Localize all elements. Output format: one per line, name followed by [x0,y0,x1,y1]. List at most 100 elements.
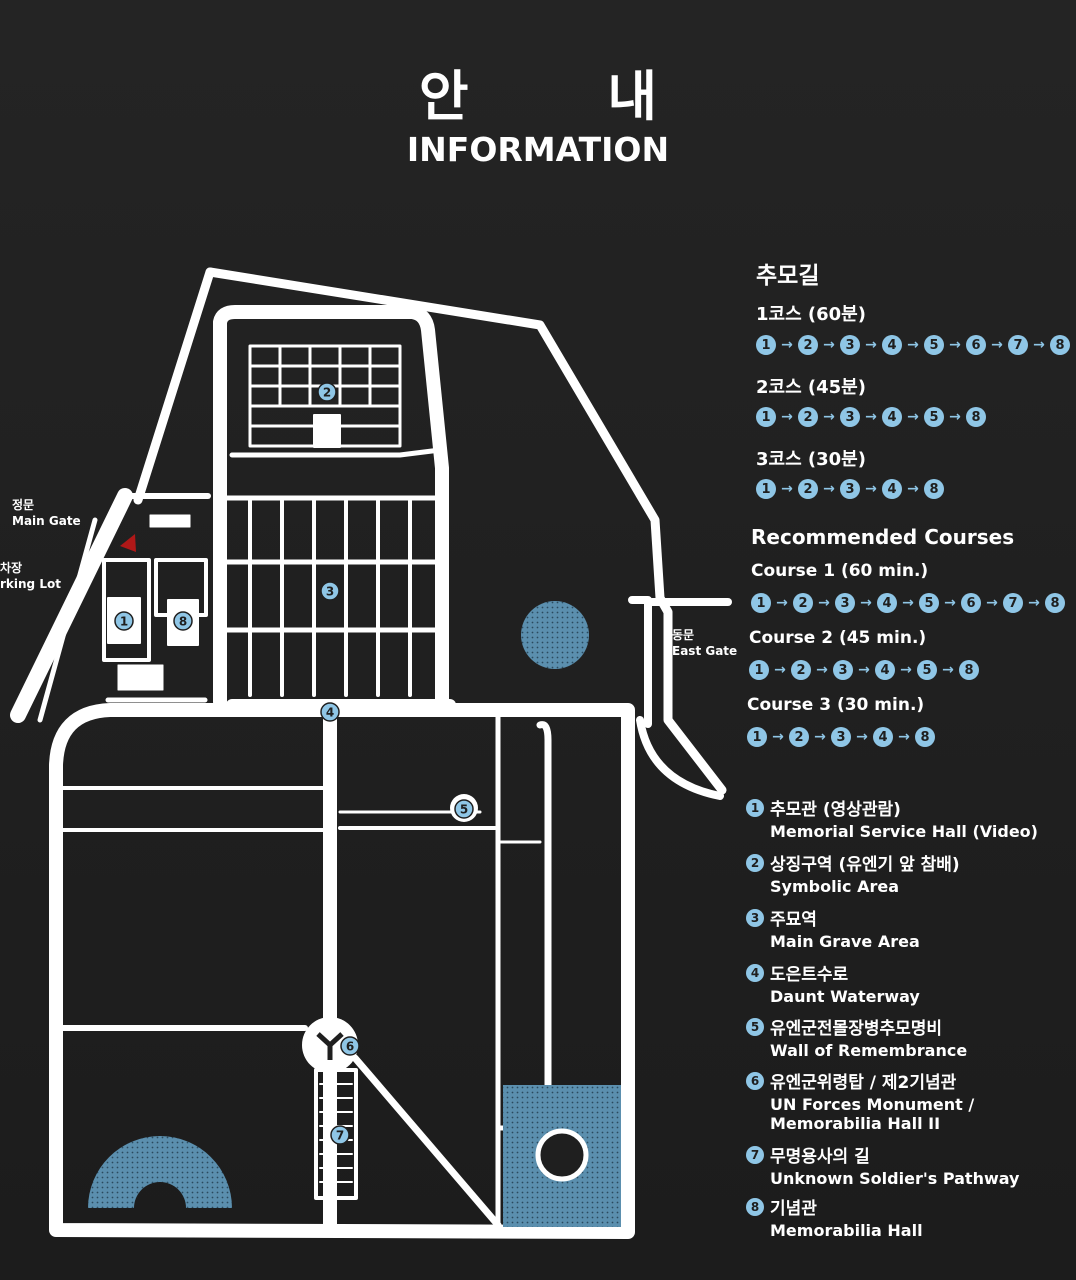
course-arrow: → [823,481,835,497]
course-arrow: → [907,409,919,425]
course-stop-4: 4 [882,335,902,355]
course-stop-2: 2 [798,479,818,499]
legend-num-6: 6 [746,1071,764,1090]
course-arrow: → [781,337,793,353]
svg-text:1: 1 [120,615,128,629]
legend-item-2: 2 상징구역 (유엔기 앞 참배) Symbolic Area [746,850,960,896]
legend-en-1: Memorial Service Hall (Video) [770,822,1038,841]
course-arrow: → [942,662,954,678]
parking-lot-label: 차장 rking Lot [0,560,61,592]
map-marker-4: 4 [320,702,340,722]
course-arrow: → [818,595,830,611]
course-stop-4: 4 [882,479,902,499]
course-arrow: → [898,729,910,745]
course-stop-3: 3 [833,660,853,680]
course-stop-1: 1 [756,479,776,499]
legend-ko-7: 무명용사의 길 [770,1147,870,1167]
parking-en: rking Lot [0,577,61,591]
legend-en-5: Wall of Remembrance [770,1041,968,1060]
course-en-1-stops: 1→2→3→4→5→6→7→8 [751,592,1065,614]
course-stop-1: 1 [751,593,771,613]
course-arrow: → [907,337,919,353]
svg-text:7: 7 [336,1129,344,1143]
course-arrow: → [907,481,919,497]
course-en-2-label: Course 2 (45 min.) [749,628,927,648]
course-stop-8: 8 [959,660,979,680]
title-korean: 안 내 [418,65,718,128]
course-stop-6: 6 [966,335,986,355]
course-arrow: → [986,595,998,611]
course-stop-5: 5 [924,335,944,355]
course-arrow: → [865,409,877,425]
course-arrow: → [858,662,870,678]
entrance-marker [120,534,136,552]
course-en-1-label: Course 1 (60 min.) [751,561,929,581]
course-arrow: → [774,662,786,678]
course-stop-7: 7 [1003,593,1023,613]
course-stop-8: 8 [915,727,935,747]
course-arrow: → [772,729,784,745]
course-ko-3-stops: 1→2→3→4→8 [756,478,944,500]
legend-en-7: Unknown Soldier's Pathway [770,1169,1020,1188]
legend-num-8: 8 [746,1197,764,1216]
course-arrow: → [1033,337,1045,353]
course-stop-8: 8 [924,479,944,499]
course-stop-3: 3 [835,593,855,613]
legend-ko-3: 주묘역 [770,910,817,930]
course-ko-1-stops: 1→2→3→4→5→6→7→8 [756,334,1070,356]
course-ko-3-label: 3코스 (30분) [756,449,866,470]
course-arrow: → [823,337,835,353]
legend-num-3: 3 [746,908,764,927]
course-stop-4: 4 [877,593,897,613]
course-arrow: → [776,595,788,611]
course-arrow: → [814,729,826,745]
course-stop-5: 5 [917,660,937,680]
course-stop-5: 5 [924,407,944,427]
legend-num-2: 2 [746,853,764,872]
course-stop-1: 1 [756,407,776,427]
legend-item-4: 4 도은트수로 Daunt Waterway [746,960,920,1006]
course-arrow: → [900,662,912,678]
course-arrow: → [1028,595,1040,611]
legend-ko-2: 상징구역 (유엔기 앞 참배) [770,855,960,875]
pond-east [521,601,589,669]
course-arrow: → [865,337,877,353]
legend-en-2: Symbolic Area [770,877,900,896]
title-english: INFORMATION [406,130,670,169]
legend-ko-5: 유엔군전몰장병추모명비 [770,1019,943,1039]
main-gate-label: 정문 Main Gate [12,497,81,529]
course-arrow: → [816,662,828,678]
map-marker-3: 3 [320,581,340,601]
course-stop-1: 1 [747,727,767,747]
east-gate-ko: 동문 [672,628,695,642]
course-ko-1-label: 1코스 (60분) [756,304,866,325]
course-stop-6: 6 [961,593,981,613]
legend-en-3: Main Grave Area [770,932,920,951]
course-arrow: → [781,481,793,497]
upper-loop-road [213,305,449,709]
main-gate-en: Main Gate [12,514,81,528]
course-stop-3: 3 [840,479,860,499]
course-stop-7: 7 [1008,335,1028,355]
legend-en-4: Daunt Waterway [770,987,920,1006]
legend-num-4: 4 [746,963,764,982]
course-stop-4: 4 [873,727,893,747]
course-stop-4: 4 [875,660,895,680]
course-arrow: → [949,337,961,353]
legend-ko-4: 도은트수로 [770,965,849,985]
course-stop-5: 5 [919,593,939,613]
map-marker-8: 8 [173,611,193,631]
course-stop-2: 2 [798,335,818,355]
course-arrow: → [856,729,868,745]
course-en-3-stops: 1→2→3→4→8 [747,726,935,748]
legend-ko-1: 추모관 (영상관람) [770,800,901,820]
svg-text:5: 5 [460,803,468,817]
course-stop-4: 4 [882,407,902,427]
course-stop-8: 8 [966,407,986,427]
courses-en-heading: Recommended Courses [751,525,1015,549]
